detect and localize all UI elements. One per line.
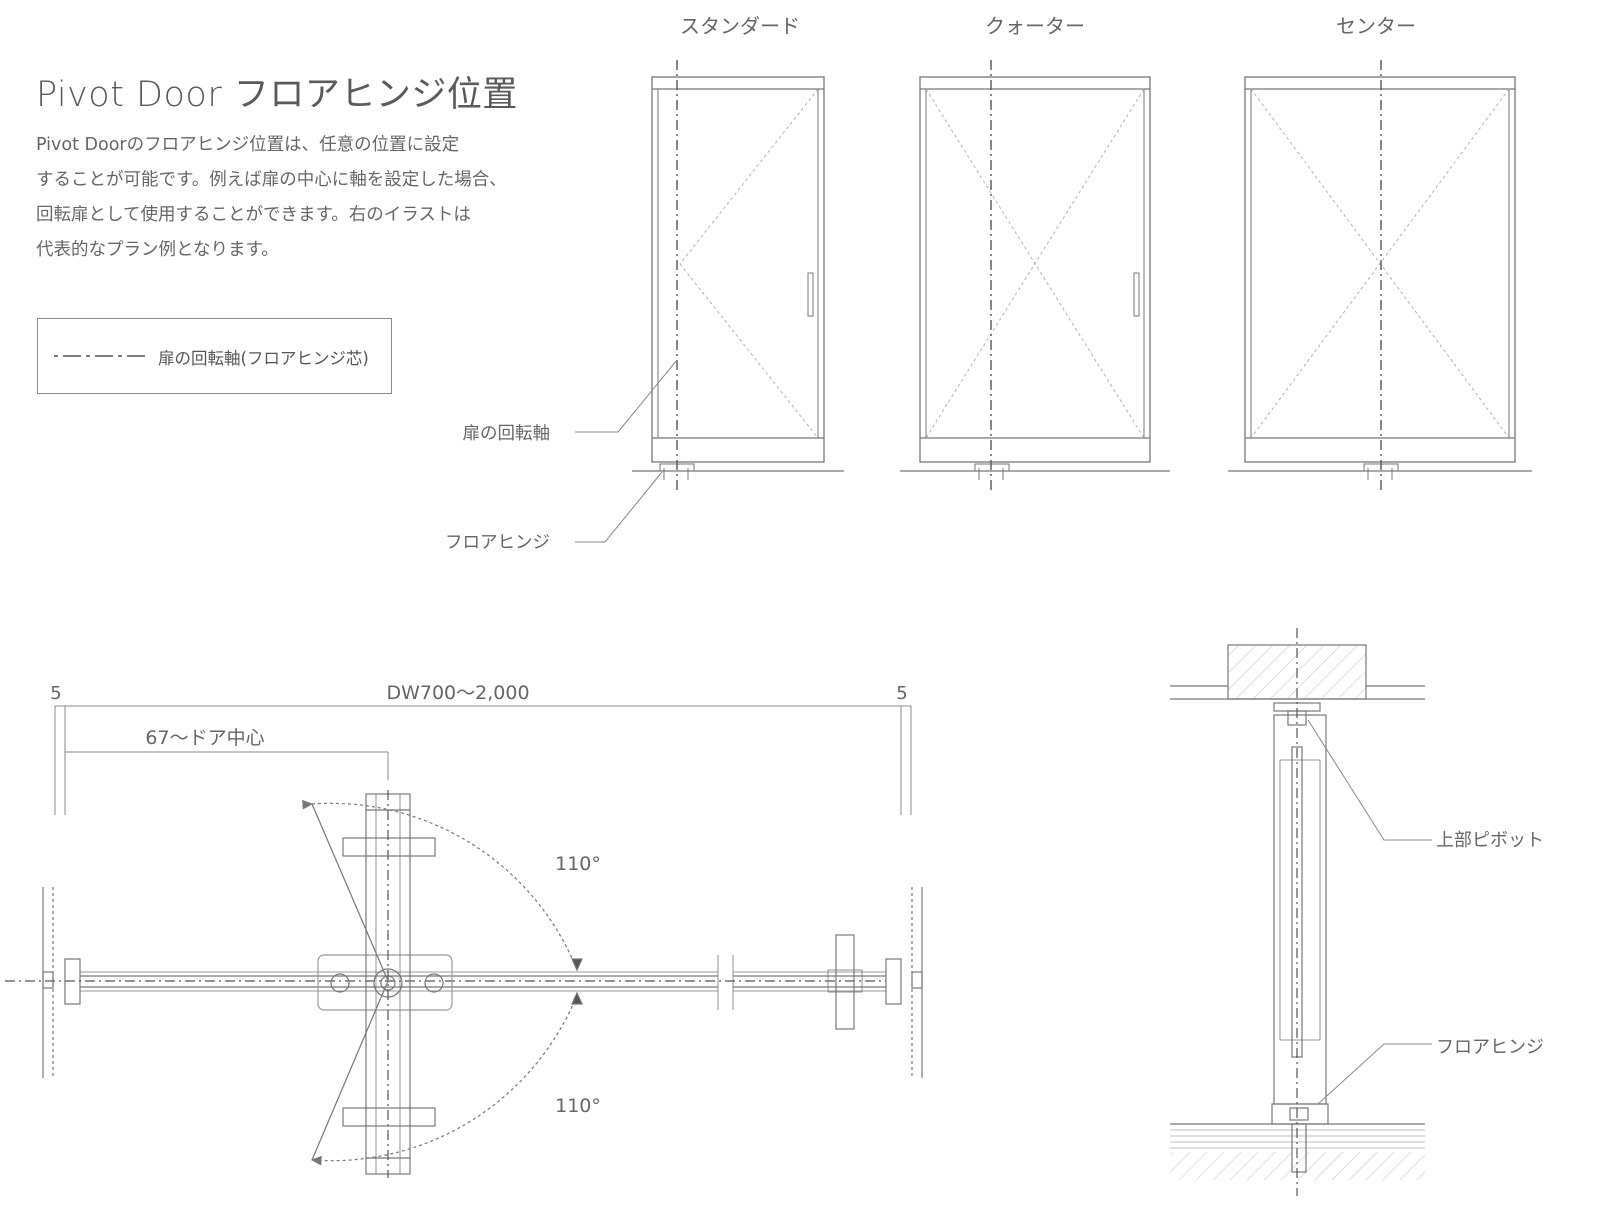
- page-title: Pivot Door フロアヒンジ位置: [36, 75, 518, 115]
- elevation-center: [1228, 60, 1532, 492]
- callout-hinge-label: フロアヒンジ: [445, 533, 550, 553]
- legend-box: 扉の回転軸(フロアヒンジ芯): [37, 318, 392, 394]
- dim-left-gap: 5: [50, 683, 61, 704]
- elevation-standard: [632, 60, 844, 492]
- plan-door-leaf: [5, 934, 886, 1030]
- dim-center: 67〜ドア中心: [145, 727, 264, 749]
- description: Pivot Doorのフロアヒンジ位置は、任意の位置に設定 することが可能です。…: [36, 128, 536, 268]
- description-line: Pivot Doorのフロアヒンジ位置は、任意の位置に設定: [36, 135, 460, 155]
- elevation-quarter: [900, 60, 1170, 492]
- callout-axis-label: 扉の回転軸: [463, 424, 551, 444]
- description-line: することが可能です。例えば扉の中心に軸を設定した場合、: [36, 170, 507, 190]
- floor-hinge-label: フロアヒンジ: [1436, 1037, 1544, 1058]
- section-view: [1170, 628, 1425, 1196]
- dim-total: DW700〜2,000: [386, 682, 529, 704]
- elevation-title-standard: スタンダード: [680, 14, 800, 38]
- plan-walls: [42, 887, 923, 1078]
- description-line: 代表的なプラン例となります。: [36, 240, 279, 260]
- legend-label: 扉の回転軸(フロアヒンジ芯): [158, 349, 369, 368]
- angle-bottom-label: 110°: [555, 1095, 601, 1117]
- angle-top-label: 110°: [555, 853, 601, 875]
- section-callouts: [1307, 719, 1432, 1105]
- elevation-title-quarter: クォーター: [985, 14, 1085, 38]
- plan-swing-arcs: [302, 799, 583, 1166]
- description-line: 回転扉として使用することができます。右のイラストは: [36, 205, 471, 225]
- elevation-title-center: センター: [1336, 14, 1416, 38]
- plan-dimensions: [54, 705, 912, 815]
- axis-line-sample: [54, 355, 148, 357]
- top-pivot-label: 上部ピボット: [1436, 830, 1544, 851]
- elevation-callouts: [575, 359, 678, 543]
- dim-right-gap: 5: [896, 683, 907, 704]
- plan-door-open: [342, 790, 436, 1178]
